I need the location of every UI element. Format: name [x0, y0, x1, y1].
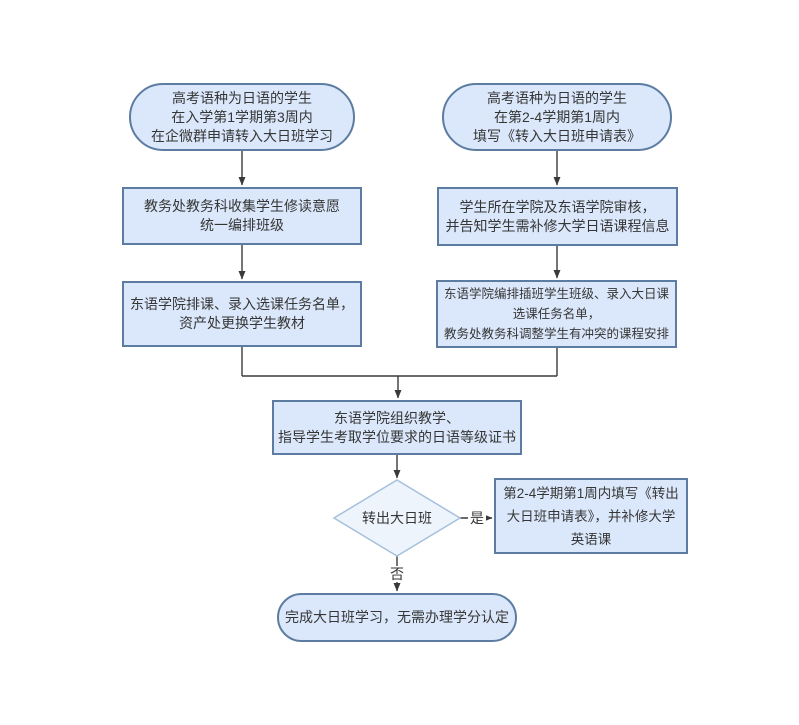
edge-label-yes: 是 [468, 510, 486, 526]
edge-label-no: 否 [388, 566, 406, 582]
decision-diamond-shape [332, 479, 462, 557]
end-node-complete: 完成大日班学习，无需办理学分认定 [277, 593, 517, 642]
start-node-left-text: 高考语种为日语的学生 在入学第1学期第3周内 在企微群申请转入大日班学习 [151, 89, 333, 144]
start-node-left: 高考语种为日语的学生 在入学第1学期第3周内 在企微群申请转入大日班学习 [129, 83, 355, 151]
start-node-right-text: 高考语种为日语的学生 在第2-4学期第1周内 填写《转入大日班申请表》 [473, 89, 641, 144]
process-node-collect-preferences: 教务处教务科收集学生修读意愿 统一编排班级 [122, 187, 362, 245]
end-node-complete-text: 完成大日班学习，无需办理学分认定 [285, 609, 509, 625]
process-node-teaching: 东语学院组织教学、 指导学生考取学位要求的日语等级证书 [272, 400, 522, 455]
process-node-course-scheduling: 东语学院排课、录入选课任务名单， 资产处更换学生教材 [122, 281, 362, 347]
process-node-transfer-out-form-text: 第2-4学期第1周内填写《转出 大日班申请表》，并补修大学 英语课 [503, 485, 679, 547]
process-node-class-arrangement: 东语学院编排插班学生班级、录入大日课 选课任务名单， 教务处教务科调整学生有冲突… [436, 280, 677, 348]
process-node-college-review: 学生所在学院及东语学院审核， 并告知学生需补修大学日语课程信息 [437, 187, 678, 246]
process-node-college-review-text: 学生所在学院及东语学院审核， 并告知学生需补修大学日语课程信息 [445, 198, 670, 234]
start-node-right: 高考语种为日语的学生 在第2-4学期第1周内 填写《转入大日班申请表》 [442, 83, 672, 151]
process-node-transfer-out-form: 第2-4学期第1周内填写《转出 大日班申请表》，并补修大学 英语课 [494, 478, 688, 554]
decision-node-transfer-out: 转出大日班 [334, 480, 460, 556]
decision-node-transfer-out-text: 转出大日班 [362, 510, 432, 526]
process-node-collect-preferences-text: 教务处教务科收集学生修读意愿 统一编排班级 [144, 198, 340, 233]
process-node-class-arrangement-text: 东语学院编排插班学生班级、录入大日课 选课任务名单， 教务处教务科调整学生有冲突… [443, 287, 669, 341]
process-node-teaching-text: 东语学院组织教学、 指导学生考取学位要求的日语等级证书 [278, 409, 516, 445]
process-node-course-scheduling-text: 东语学院排课、录入选课任务名单， 资产处更换学生教材 [130, 296, 354, 331]
